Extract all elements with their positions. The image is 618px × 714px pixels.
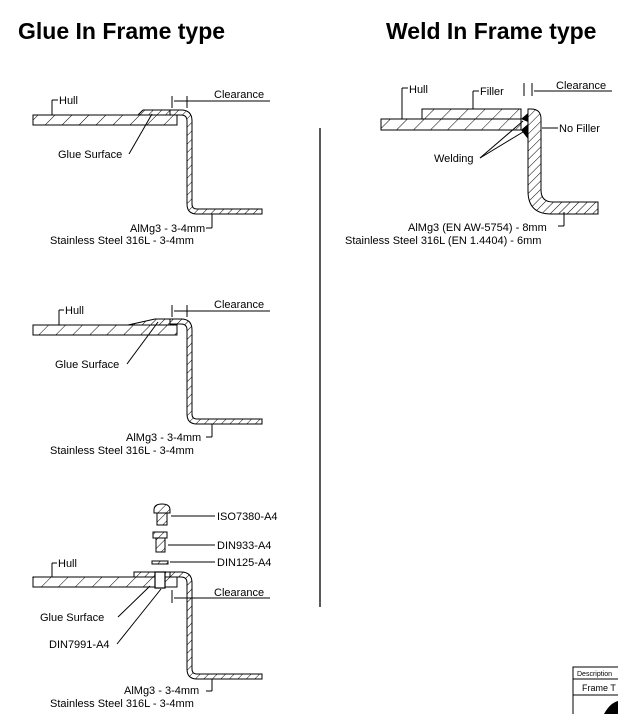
glue-surface-label: Glue Surface [55,359,119,371]
glue-detail-3: ISO7380-A4 DIN933-A4 DIN125-A4 Hull Clea… [32,503,278,710]
material-label-1: AlMg3 - 3-4mm [130,223,205,235]
hull-plate [32,576,178,588]
clearance-label: Clearance [556,80,606,92]
glue-detail-2: Hull Clearance Glue Surface AlMg3 - 3-4m… [32,299,270,457]
material-label-1: AlMg3 - 3-4mm [124,685,199,697]
weld-bead-lower [521,124,528,139]
material-label-1: AlMg3 (EN AW-5754) - 8mm [408,222,547,234]
hull-label: Hull [409,84,428,96]
filler-label: Filler [480,86,504,98]
no-filler-label: No Filler [559,123,600,135]
hull-plate [380,118,522,131]
din7991-label: DIN7991-A4 [49,639,110,651]
title-block: Description Frame T [572,666,618,714]
clearance-label: Clearance [214,89,264,101]
frame-profile [169,318,263,425]
glue-surface-label: Glue Surface [40,612,104,624]
weld-bead-upper [521,113,528,122]
glue-detail-1: Hull Clearance Glue Surface AlMg3 - 3-4m… [32,89,270,247]
welding-label: Welding [434,153,474,165]
title-block-description-label: Description [577,671,612,678]
clearance-label: Clearance [214,587,264,599]
glue-surface-label: Glue Surface [58,149,122,161]
material-label-2: Stainless Steel 316L - 3-4mm [50,445,194,457]
glue-frame-title: Glue In Frame type [18,18,226,44]
title-block-description-value: Frame T [582,683,616,693]
hull-label: Hull [58,558,77,570]
din933-bolt [152,531,168,553]
iso7380-label: ISO7380-A4 [217,511,278,523]
weld-frame-title: Weld In Frame type [386,18,597,44]
iso7380-screw [153,503,171,526]
filler-plate [421,108,522,120]
din7991-insert [154,571,166,589]
material-label-2: Stainless Steel 316L - 3-4mm [50,698,194,710]
frame-profile [169,571,263,680]
din125-washer [151,560,169,565]
din125-label: DIN125-A4 [217,557,271,569]
clearance-label: Clearance [214,299,264,311]
hull-plate [32,324,178,336]
frame-profile [169,109,263,215]
hull-label: Hull [59,95,78,107]
hull-label: Hull [65,305,84,317]
material-label-2: Stainless Steel 316L (EN 1.4404) - 6mm [345,235,541,247]
din933-label: DIN933-A4 [217,540,271,552]
hull-plate [32,114,178,126]
material-label-2: Stainless Steel 316L - 3-4mm [50,235,194,247]
title-block-logo [604,701,618,714]
weld-frame-profile [527,108,599,215]
material-label-1: AlMg3 - 3-4mm [126,432,201,444]
weld-detail: Hull Filler Clearance No Filler Welding … [345,80,612,247]
